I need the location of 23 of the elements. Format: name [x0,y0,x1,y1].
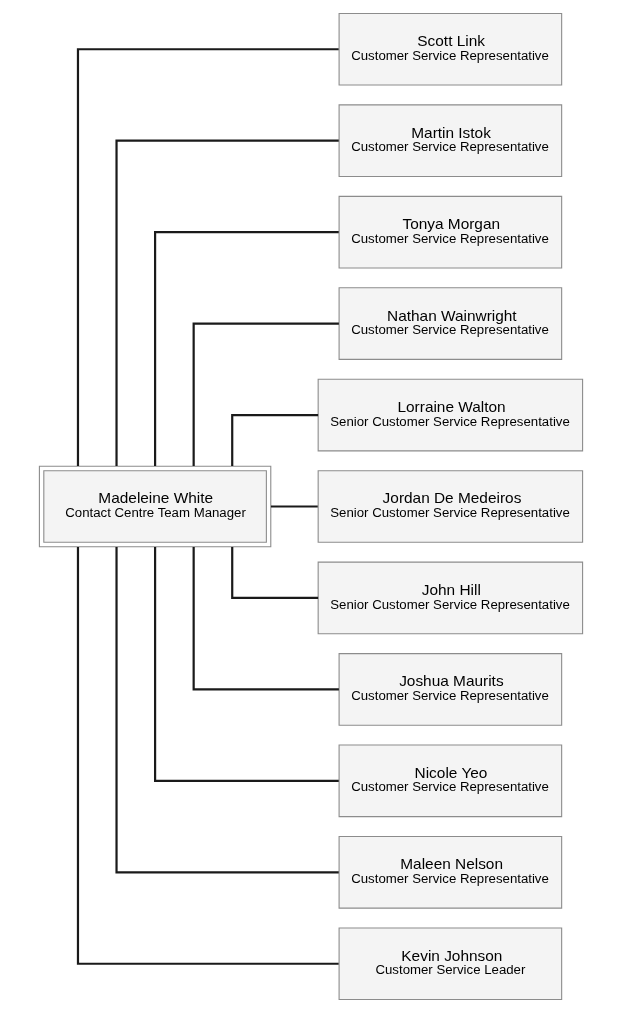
node-box: Lorraine Walton Senior Customer Service Representative [317,378,584,451]
node-box: Nicole Yeo Customer Service Representative [338,744,563,817]
node-box: Scott Link Customer Service Representative [338,12,563,86]
connector [115,546,339,873]
connector [231,413,319,466]
node-box: Nathan Wainwright Customer Service Representative [338,286,563,360]
connector [154,546,339,782]
node-box: Kevin Johnson Customer Service Leader [338,926,563,1000]
node-box: Martin Istok Customer Service Representative [338,103,563,177]
connector [192,546,339,690]
connector [154,230,339,466]
node-box: Maleen Nelson Customer Service Representative [338,835,563,909]
connector [270,504,318,508]
connector [76,546,339,965]
node-box: Madeleine White Contact Centre Team Manager [38,465,272,547]
connector [115,139,339,466]
connector [76,47,339,466]
node-box: Joshua Maurits Customer Service Representative [338,652,563,726]
connector [192,322,339,466]
node-box: Tonya Morgan Customer Service Representative [338,195,563,268]
connector [231,546,319,599]
node-box: Jordan De Medeiros Senior Customer Service Representative [317,469,584,543]
node-box: John Hill Senior Customer Service Representative [317,561,584,634]
